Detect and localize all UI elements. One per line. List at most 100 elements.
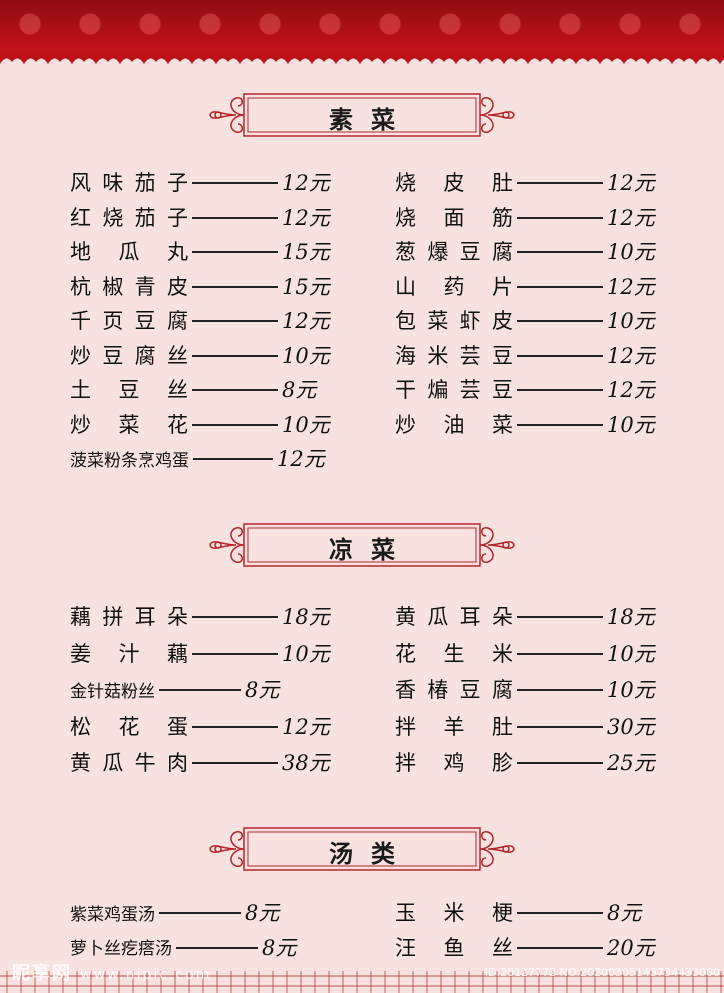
price-leader-dash <box>517 652 603 655</box>
dish-name: 菠菜粉条烹鸡蛋 <box>70 450 189 471</box>
price-leader-dash <box>192 762 278 764</box>
dish-name: 风味茄子 <box>70 171 188 195</box>
menu-item: 土豆丝 8元 <box>70 373 316 405</box>
dish-price: 10元 <box>282 412 330 437</box>
price-leader-dash <box>176 946 258 949</box>
dish-name: 黄瓜牛肉 <box>70 751 188 775</box>
price-leader-dash <box>517 946 603 949</box>
price-leader-dash <box>517 725 603 728</box>
menu-item: 紫菜鸡蛋汤 8元 <box>70 896 279 928</box>
menu-item: 干煸芸豆 12元 <box>395 373 655 405</box>
dish-price: 8元 <box>245 901 280 925</box>
section-title-0: 素菜 <box>206 88 518 142</box>
dish-name: 地瓜丸 <box>70 240 188 264</box>
title-frame-ornament <box>209 93 515 137</box>
dish-name: 花生米 <box>395 641 513 666</box>
price-leader-dash <box>192 616 278 618</box>
dish-price: 12元 <box>607 205 655 230</box>
price-leader-dash <box>159 689 241 691</box>
price-leader-dash <box>192 320 278 322</box>
dish-name: 土豆丝 <box>70 378 188 402</box>
dish-price: 12元 <box>607 171 655 195</box>
price-leader-dash <box>517 762 603 764</box>
price-leader-dash <box>517 912 603 914</box>
dish-price: 20元 <box>607 935 655 960</box>
title-frame-ornament <box>209 523 515 567</box>
menu-item: 姜汁藕 10元 <box>70 637 330 669</box>
dish-name: 紫菜鸡蛋汤 <box>70 904 155 925</box>
price-leader-dash <box>192 216 278 219</box>
section-title-text: 凉菜 <box>329 535 413 564</box>
dish-price: 8元 <box>245 678 280 702</box>
dish-price: 30元 <box>607 714 655 739</box>
menu-item: 烧皮肚 12元 <box>395 166 655 198</box>
dish-price: 12元 <box>282 205 330 230</box>
menu-item: 杭椒青皮 15元 <box>70 270 330 302</box>
dish-price: 10元 <box>607 240 655 264</box>
menu-item: 地瓜丸 15元 <box>70 235 330 267</box>
section-title-text: 汤类 <box>329 839 413 868</box>
price-leader-dash <box>192 725 278 728</box>
price-leader-dash <box>517 354 603 357</box>
dish-name: 炒菜花 <box>70 412 188 437</box>
dish-price: 12元 <box>607 343 655 368</box>
price-leader-dash <box>192 251 278 253</box>
price-leader-dash <box>517 616 603 618</box>
dish-price: 12元 <box>282 714 330 739</box>
price-leader-dash <box>192 389 278 391</box>
price-leader-dash <box>192 182 278 184</box>
watermark-id: ID:28127772 NO:20200305143734433000 <box>484 966 720 979</box>
price-leader-dash <box>517 285 603 288</box>
dish-price: 15元 <box>282 274 330 299</box>
dish-name: 包菜虾皮 <box>395 309 513 333</box>
dish-name: 炒油菜 <box>395 412 513 437</box>
dish-price: 12元 <box>607 274 655 299</box>
dish-name: 烧面筋 <box>395 205 513 230</box>
dish-price: 25元 <box>607 751 655 775</box>
price-leader-dash <box>159 912 241 914</box>
dish-price: 15元 <box>282 240 330 264</box>
price-leader-dash <box>192 423 278 426</box>
menu-item: 炒菜花 10元 <box>70 408 330 440</box>
dish-price: 10元 <box>282 641 330 666</box>
dish-name: 海米芸豆 <box>395 343 513 368</box>
section-title-1: 凉菜 <box>206 518 518 572</box>
price-leader-dash <box>517 423 603 426</box>
dish-price: 8元 <box>282 378 317 402</box>
price-leader-dash <box>193 458 273 460</box>
price-leader-dash <box>517 320 603 322</box>
menu-item: 烧面筋 12元 <box>395 201 655 233</box>
dish-name: 烧皮肚 <box>395 171 513 195</box>
section-title-text: 素菜 <box>329 105 413 134</box>
price-leader-dash <box>517 689 603 691</box>
section-title-2: 汤类 <box>206 822 518 876</box>
dish-price: 10元 <box>607 641 655 666</box>
dish-price: 18元 <box>282 605 330 629</box>
price-leader-dash <box>517 251 603 253</box>
dish-price: 12元 <box>607 378 655 402</box>
dish-price: 12元 <box>282 171 330 195</box>
dish-name: 姜汁藕 <box>70 641 188 666</box>
dish-name: 杭椒青皮 <box>70 274 188 299</box>
scallop-edge <box>0 58 724 74</box>
dish-price: 8元 <box>607 901 642 925</box>
dish-name: 干煸芸豆 <box>395 378 513 402</box>
price-leader-dash <box>517 216 603 219</box>
bottom-decorative-border <box>0 971 724 993</box>
menu-item: 葱爆豆腐 10元 <box>395 235 655 267</box>
dish-name: 葱爆豆腐 <box>395 240 513 264</box>
dish-name: 黄瓜耳朵 <box>395 605 513 629</box>
dish-name: 千页豆腐 <box>70 309 188 333</box>
